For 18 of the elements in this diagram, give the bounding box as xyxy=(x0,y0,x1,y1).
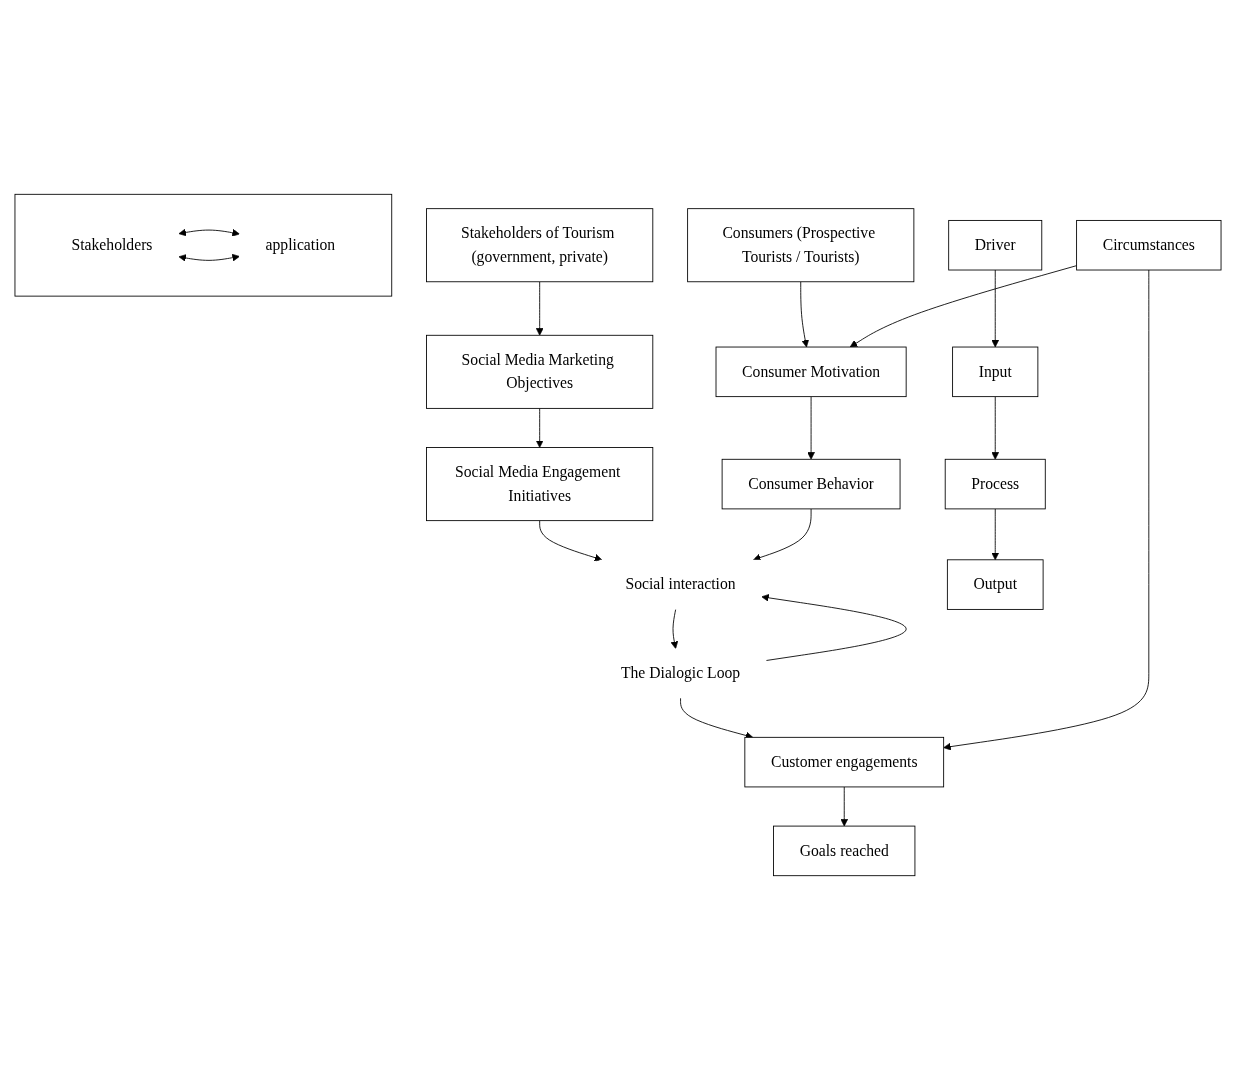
node-box: Social Media Engagement Initiatives xyxy=(426,447,654,522)
node-box: Consumer Motivation xyxy=(715,346,907,398)
node-box: Input xyxy=(952,346,1039,398)
node-box: Driver xyxy=(948,219,1043,271)
node-box: Customer engagements xyxy=(744,736,945,788)
node-text: Social interaction xyxy=(625,575,736,593)
node-text: Stakeholders xyxy=(71,236,153,254)
node-box: Stakeholders of Tourism (government, private) xyxy=(426,208,654,283)
node-text: application xyxy=(265,236,336,254)
node-box: Social Media Marketing Objectives xyxy=(426,334,654,409)
node-box: Consumers (Prospective Tourists / Tourists) xyxy=(687,208,915,283)
cluster xyxy=(14,193,393,297)
node-box: Goals reached xyxy=(773,825,916,877)
node-box: Circumstances xyxy=(1076,219,1222,271)
node-box: Process xyxy=(944,458,1046,510)
node-text: The Dialogic Loop xyxy=(620,664,741,682)
node-box: Consumer Behavior xyxy=(721,458,901,510)
node-box: Output xyxy=(946,559,1044,610)
